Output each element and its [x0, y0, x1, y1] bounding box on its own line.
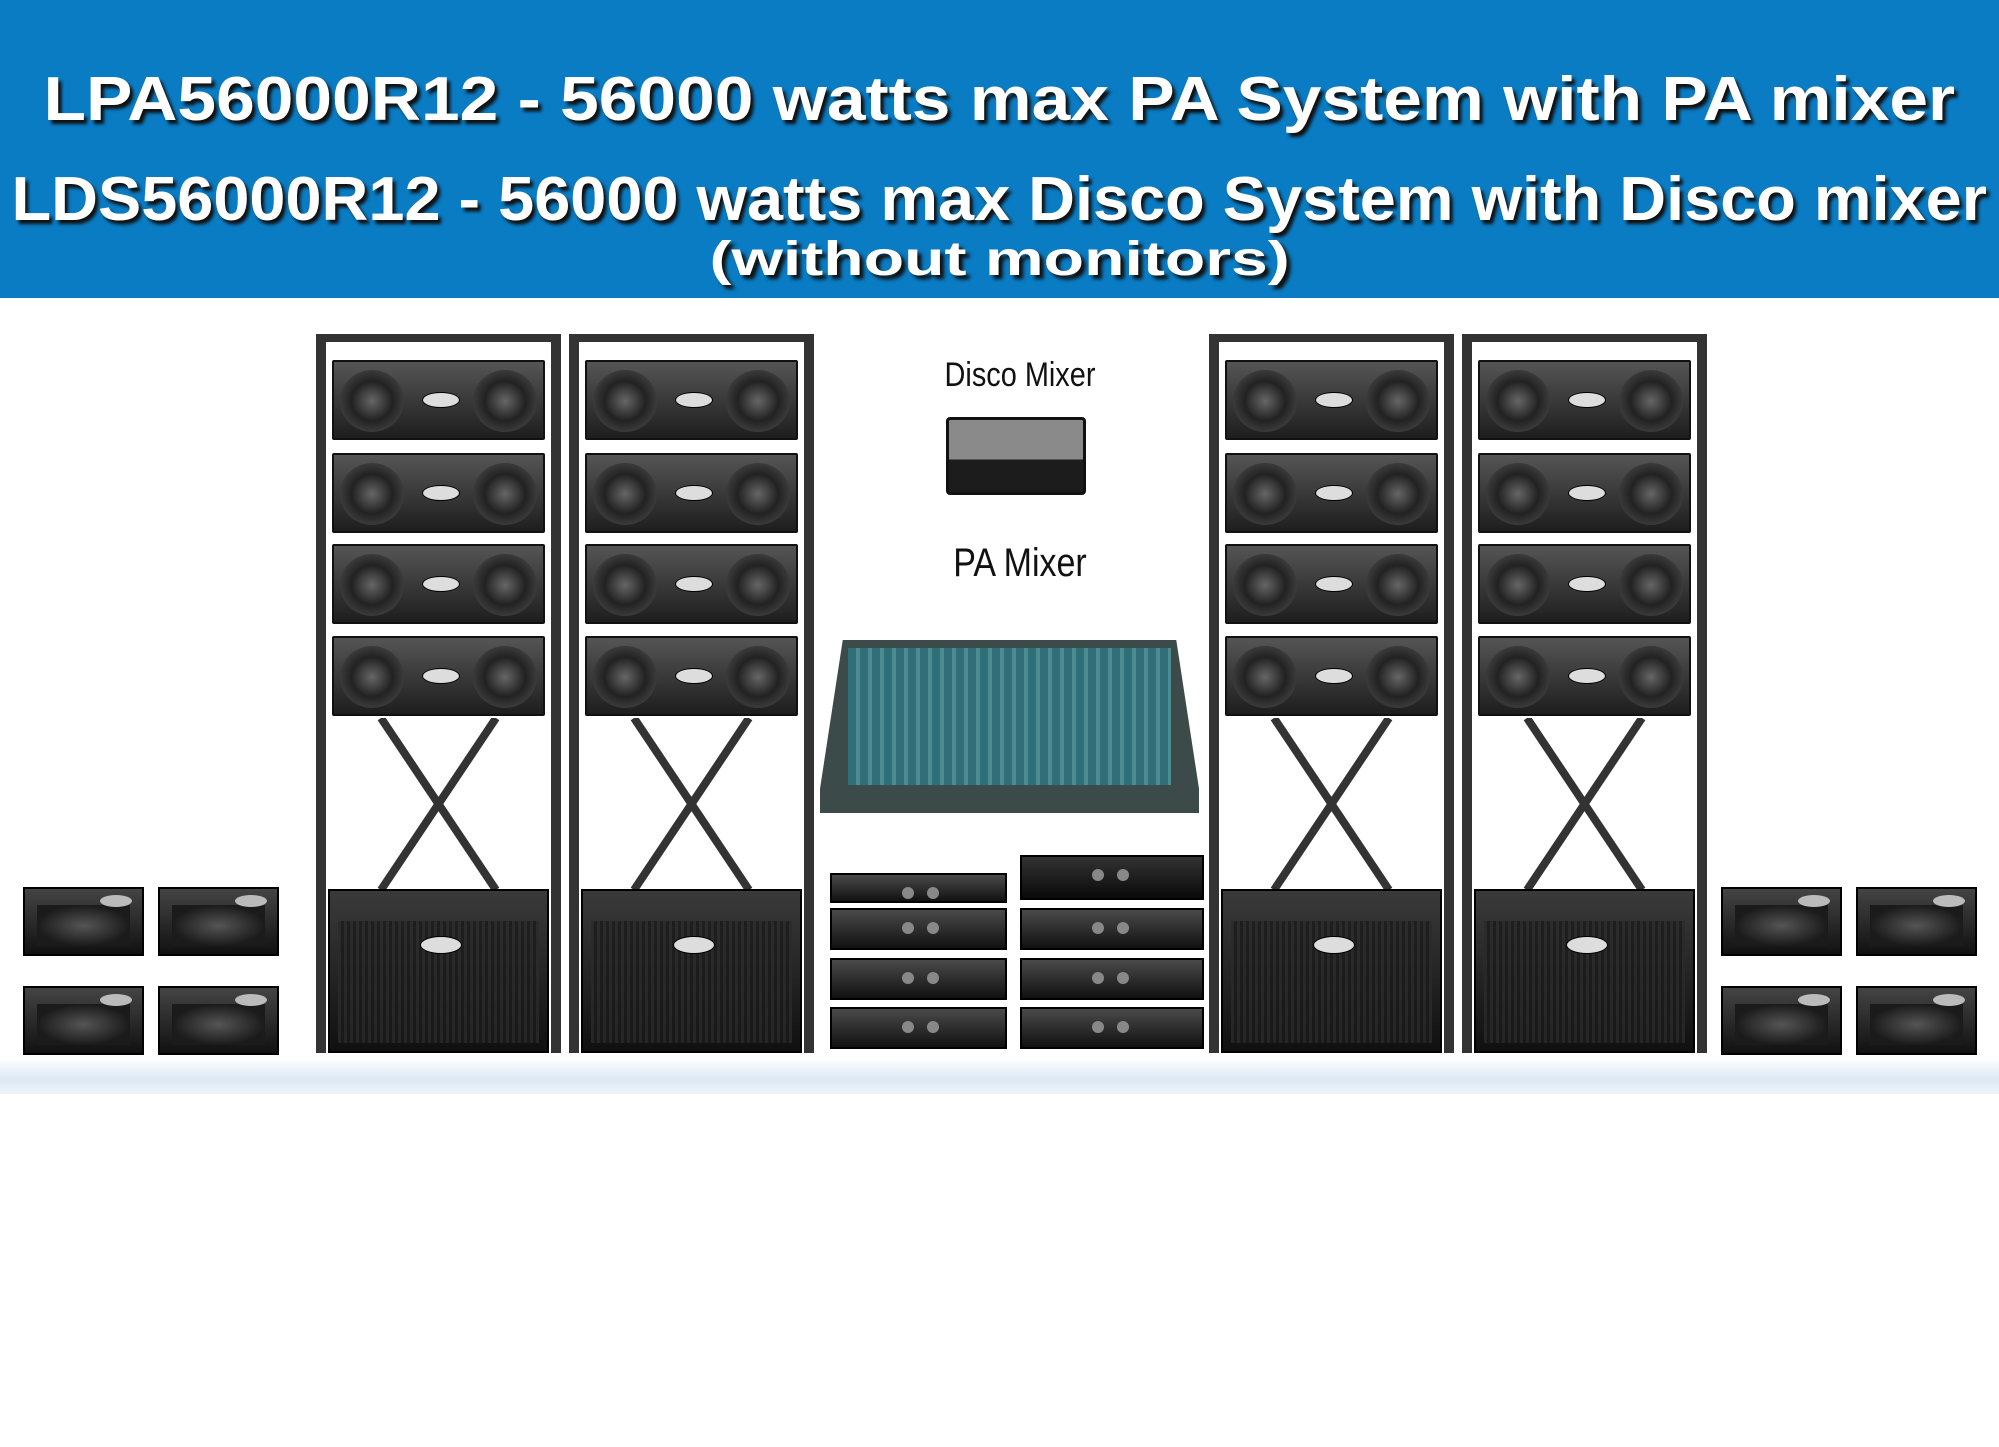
line-array-cabinet: [1478, 544, 1691, 624]
subwoofer: [1221, 889, 1442, 1053]
power-amplifier: [1020, 908, 1204, 950]
monitor-speaker: [23, 887, 144, 956]
title-line-disco: LDS56000R12 - 56000 watts max Disco Syst…: [11, 165, 1988, 234]
pa-mixer-image: [820, 640, 1199, 813]
monitor-speaker: [158, 986, 279, 1055]
line-array-cabinet: [1225, 544, 1438, 624]
line-array-tower: [316, 334, 561, 1053]
monitor-speaker: [23, 986, 144, 1055]
line-array-cabinet: [332, 636, 545, 716]
line-array-cabinet: [1225, 453, 1438, 533]
pa-mixer-label: PA Mixer: [953, 541, 1087, 585]
power-amplifier: [830, 1007, 1007, 1049]
power-amplifier: [830, 873, 1007, 903]
disco-mixer-label: Disco Mixer: [944, 356, 1096, 394]
line-array-cabinet: [1478, 360, 1691, 440]
subwoofer: [328, 889, 549, 1053]
title-subtitle: (without monitors): [709, 233, 1290, 286]
subwoofer: [1474, 889, 1695, 1053]
line-array-cabinet: [1478, 636, 1691, 716]
monitor-speaker: [1721, 986, 1842, 1055]
power-amplifier: [830, 958, 1007, 1000]
floor-shadow: [0, 1058, 1999, 1094]
line-array-cabinet: [585, 544, 798, 624]
line-array-cabinet: [1478, 453, 1691, 533]
title-banner: LPA56000R12 - 56000 watts max PA System …: [0, 0, 1999, 298]
line-array-tower: [1462, 334, 1707, 1053]
line-array-cabinet: [585, 453, 798, 533]
power-amplifier: [1020, 1007, 1204, 1049]
monitor-speaker: [1721, 887, 1842, 956]
line-array-cabinet: [1225, 636, 1438, 716]
disco-mixer-image: [946, 417, 1086, 495]
line-array-cabinet: [332, 544, 545, 624]
monitor-speaker: [158, 887, 279, 956]
line-array-cabinet: [585, 636, 798, 716]
line-array-cabinet: [332, 453, 545, 533]
monitor-speaker: [1856, 986, 1977, 1055]
line-array-tower: [569, 334, 814, 1053]
subwoofer: [581, 889, 802, 1053]
speaker-processor: [1020, 855, 1204, 900]
title-line-pa: LPA56000R12 - 56000 watts max PA System …: [43, 65, 1956, 134]
power-amplifier: [1020, 958, 1204, 1000]
monitor-speaker: [1856, 887, 1977, 956]
line-array-cabinet: [585, 360, 798, 440]
line-array-cabinet: [1225, 360, 1438, 440]
line-array-tower: [1209, 334, 1454, 1053]
power-amplifier: [830, 908, 1007, 950]
line-array-cabinet: [332, 360, 545, 440]
